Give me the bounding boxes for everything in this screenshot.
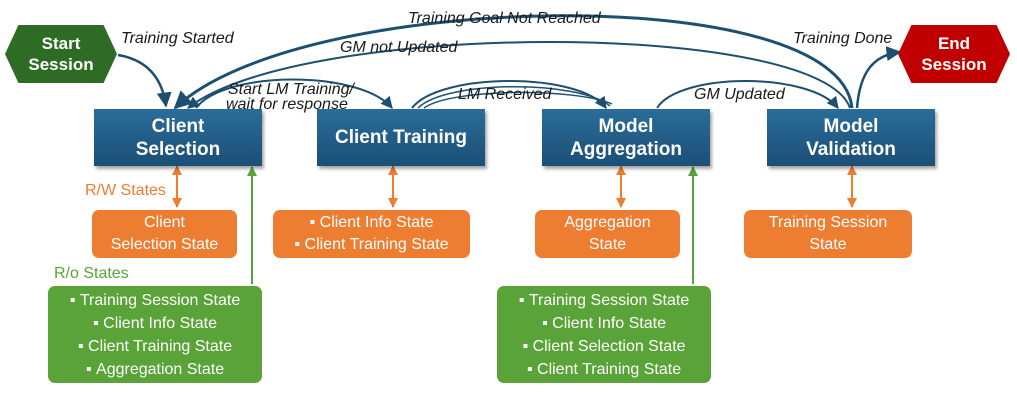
start-session-terminal: Start Session (5, 25, 117, 83)
end-session-terminal: End Session (898, 25, 1010, 83)
model-validation-box: Model Validation (767, 109, 935, 166)
ro-states-label: R/o States (54, 265, 129, 282)
edge-lm-received-3 (423, 91, 613, 109)
client-training-label: Client Training (335, 127, 467, 148)
edge-training-done (855, 46, 902, 109)
edge-lm-received-2 (417, 86, 611, 109)
aggregation-readonly-states-box: Training Session State Client Info State… (497, 286, 711, 383)
edge-gm-not-updated (187, 41, 851, 109)
list-item: Aggregation State (86, 358, 224, 381)
training-session-state-label: Training Session State (768, 214, 888, 253)
end-session-label: End Session (921, 34, 987, 74)
list-item: Training Session State (519, 289, 689, 312)
list-item: Client Selection State (522, 335, 686, 358)
list-item: Training Session State (70, 289, 240, 312)
model-aggregation-box: Model Aggregation (542, 109, 710, 166)
list-item: Client Info State (542, 312, 666, 335)
edge-training-goal-not-reached (173, 14, 854, 110)
training-session-state-box: Training Session State (744, 210, 912, 258)
label-training-goal-not-reached: Training Goal Not Reached (408, 10, 601, 27)
label-gm-not-updated: GM not Updated (340, 39, 458, 56)
edge-training-started (117, 53, 172, 108)
list-item: Client Training State (78, 335, 232, 358)
client-selection-state-box: Client Selection State (92, 210, 237, 258)
client-training-states-box: Client Info State Client Training State (273, 210, 470, 258)
aggregation-state-box: Aggregation State (535, 210, 680, 258)
label-start-lm-training-2: wait for response (226, 96, 348, 113)
model-aggregation-label: Model Aggregation (570, 115, 682, 160)
label-gm-updated: GM Updated (694, 86, 785, 103)
client-selection-state-label: Client Selection State (110, 214, 219, 253)
selection-readonly-states-box: Training Session State Client Info State… (48, 286, 262, 383)
client-training-box: Client Training (317, 109, 485, 166)
model-validation-label: Model Validation (806, 115, 896, 160)
list-item: Client Training State (294, 234, 449, 256)
edge-start-lm-training (195, 78, 393, 109)
label-start-lm-training-1: Start LM Training/ (228, 81, 354, 98)
list-item: Client Info State (310, 212, 434, 234)
label-lm-received: LM Received (458, 86, 552, 103)
edge-gm-updated (656, 80, 839, 109)
list-item: Client Info State (93, 312, 217, 335)
rw-states-label: R/W States (85, 182, 166, 199)
aggregation-state-label: Aggregation State (564, 214, 651, 253)
label-training-done: Training Done (793, 30, 893, 47)
client-selection-label: Client Selection (135, 115, 221, 160)
label-training-started: Training Started (121, 30, 234, 47)
start-session-label: Start Session (28, 34, 94, 74)
list-item: Client Training State (527, 358, 681, 381)
client-selection-box: Client Selection (94, 109, 262, 166)
